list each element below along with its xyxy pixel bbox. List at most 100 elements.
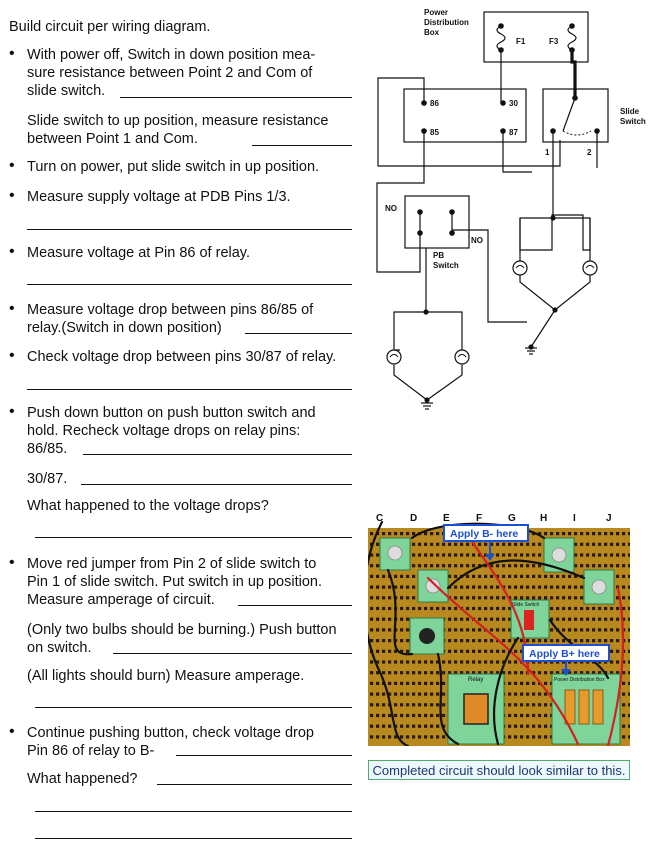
breadboard-hole: [574, 532, 578, 536]
breadboard-hole: [376, 724, 380, 728]
breadboard-hole: [436, 532, 440, 536]
breadboard-hole: [586, 542, 590, 546]
breadboard-hole: [622, 713, 626, 718]
answer-line[interactable]: [27, 229, 352, 230]
breadboard-hole: [544, 681, 548, 685]
answer-line[interactable]: [113, 653, 352, 654]
breadboard-hole: [568, 585, 572, 589]
breadboard-hole: [628, 671, 630, 675]
breadboard-hole: [460, 628, 464, 632]
breadboard-hole: [442, 671, 446, 675]
breadboard-hole: [460, 564, 464, 568]
breadboard-hole: [406, 724, 410, 728]
breadboard-hole: [418, 660, 422, 664]
answer-line[interactable]: [176, 755, 352, 756]
answer-line[interactable]: [245, 333, 352, 334]
answer-line[interactable]: [238, 605, 352, 606]
breadboard-hole: [388, 606, 392, 611]
breadboard-hole: [388, 671, 392, 675]
breadboard-hole: [622, 617, 626, 621]
no-label: NO: [471, 236, 483, 245]
answer-line[interactable]: [27, 389, 352, 390]
breadboard-hole: [376, 735, 380, 739]
breadboard-hole: [502, 639, 506, 643]
breadboard-hole: [622, 553, 626, 557]
breadboard-hole: [466, 585, 470, 589]
answer-line[interactable]: [35, 537, 352, 538]
breadboard-hole: [544, 703, 548, 707]
breadboard-hole: [436, 735, 440, 739]
breadboard-hole: [628, 660, 630, 664]
breadboard-hole: [436, 724, 440, 728]
breadboard-hole: [436, 713, 440, 718]
breadboard-hole: [628, 564, 630, 568]
breadboard-hole: [526, 542, 530, 546]
relay-box: [403, 88, 527, 143]
breadboard-hole: [412, 596, 416, 600]
breadboard-hole: [376, 553, 380, 557]
breadboard-hole: [472, 639, 476, 643]
breadboard-hole: [412, 724, 416, 728]
step-3-text: Measure supply voltage at PDB Pins 1/3.: [27, 189, 291, 205]
column-letter: D: [410, 513, 417, 524]
breadboard-hole: [622, 671, 626, 675]
breadboard-hole: [400, 703, 404, 707]
breadboard-hole: [616, 532, 620, 536]
breadboard-hole: [598, 639, 602, 643]
breadboard-hole: [442, 564, 446, 568]
breadboard-hole: [442, 735, 446, 739]
answer-line[interactable]: [35, 811, 352, 812]
breadboard-hole: [448, 542, 452, 546]
breadboard-hole: [574, 585, 578, 589]
breadboard-hole: [538, 713, 542, 718]
breadboard-hole: [388, 649, 392, 653]
bullet: •: [9, 723, 15, 740]
breadboard-hole: [436, 681, 440, 685]
step-9-line-1: Continue pushing button, check voltage d…: [27, 725, 314, 741]
intro-text: Build circuit per wiring diagram.: [9, 19, 211, 35]
answer-line[interactable]: [83, 454, 352, 455]
answer-line[interactable]: [27, 284, 352, 285]
breadboard-hole: [538, 574, 542, 578]
breadboard-hole: [472, 553, 476, 557]
breadboard-hole: [478, 617, 482, 621]
breadboard-hole: [406, 681, 410, 685]
breadboard-hole: [610, 564, 614, 568]
breadboard-hole: [502, 564, 506, 568]
bulb-icon: [386, 349, 402, 365]
pdb-box: [483, 11, 589, 63]
breadboard-hole: [580, 532, 584, 536]
breadboard-hole: [406, 532, 410, 536]
breadboard-hole: [382, 649, 386, 653]
breadboard-hole: [370, 681, 374, 685]
breadboard-hole: [604, 628, 608, 632]
breadboard-hole: [370, 596, 374, 600]
breadboard-hole: [430, 532, 434, 536]
breadboard-hole: [574, 617, 578, 621]
breadboard-hole: [424, 606, 428, 611]
apply-bminus-label: Apply B- here: [450, 528, 518, 540]
breadboard-hole: [580, 585, 584, 589]
breadboard-hole: [610, 660, 614, 664]
answer-line[interactable]: [252, 145, 352, 146]
breadboard-hole: [532, 564, 536, 568]
answer-line[interactable]: [157, 784, 352, 785]
breadboard-hole: [406, 617, 410, 621]
step-1-line-2: sure resistance between Point 2 and Com …: [27, 65, 313, 81]
breadboard-hole: [400, 628, 404, 632]
answer-line[interactable]: [35, 838, 352, 839]
breadboard-hole: [592, 532, 596, 536]
breadboard-hole: [628, 585, 630, 589]
breadboard-hole: [544, 585, 548, 589]
breadboard-hole: [538, 671, 542, 675]
breadboard-hole: [508, 553, 512, 557]
breadboard-hole: [418, 692, 422, 696]
breadboard-hole: [544, 724, 548, 728]
breadboard-hole: [412, 532, 416, 536]
breadboard-hole: [424, 660, 428, 664]
answer-line[interactable]: [81, 484, 352, 485]
answer-line[interactable]: [35, 707, 352, 708]
breadboard-hole: [514, 703, 518, 707]
breadboard-hole: [520, 542, 524, 546]
answer-line[interactable]: [120, 97, 352, 98]
